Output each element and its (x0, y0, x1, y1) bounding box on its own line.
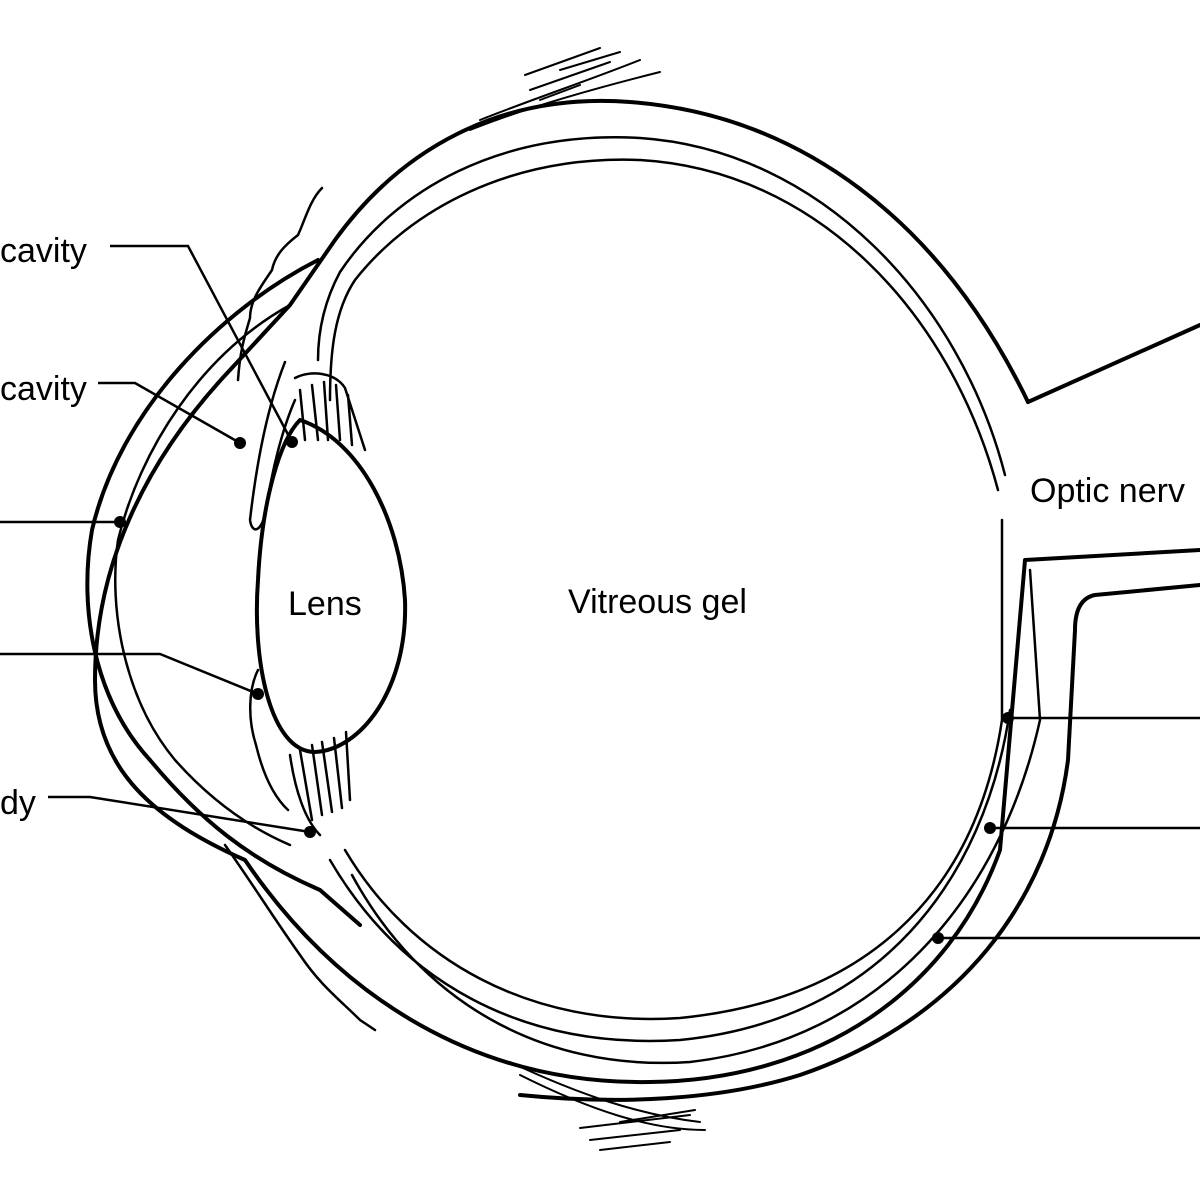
leader-ciliary (48, 795, 311, 834)
muscle-top (469, 47, 661, 131)
leader-dot-posterior (234, 437, 246, 449)
eyelid-lower (223, 843, 377, 1032)
ciliary-lower (288, 730, 352, 837)
optic-nerve-sheath (518, 583, 1200, 1102)
label-vitreous-gel: Vitreous gel (568, 583, 747, 621)
leader-dot-anterior (286, 436, 298, 448)
leader-dot-right-1 (1002, 712, 1014, 724)
leader-dot-ciliary (304, 826, 316, 838)
sclera-upper-edge (1026, 323, 1200, 404)
label-lens: Lens (288, 585, 362, 623)
cornea-inner (114, 303, 292, 847)
label-anterior-cavity: cavity (0, 232, 87, 270)
sclera-outer (93, 98, 1200, 1085)
retina-layer-upper (328, 158, 1000, 492)
lens-shape (254, 418, 408, 754)
eyelid-upper (236, 186, 324, 382)
choroid-layer-lower (328, 708, 1012, 1043)
ciliary-upper (293, 372, 367, 452)
retina-layer-lower (343, 518, 1004, 1021)
choroid-layer (316, 136, 1007, 477)
leader-iris (0, 652, 259, 696)
iris-lower (248, 668, 290, 812)
muscle-bottom (509, 1061, 706, 1151)
label-body-fragment: dy (0, 784, 36, 822)
leader-dot-right-3 (932, 932, 944, 944)
leader-anterior-cavity (110, 244, 294, 443)
leader-dot-iris (252, 688, 264, 700)
leader-dot-cornea (114, 516, 126, 528)
label-optic-nerve: Optic nerv (1030, 472, 1185, 510)
cornea-outer (85, 258, 362, 927)
retina-layer-third (350, 568, 1042, 1065)
leader-dot-right-2 (984, 822, 996, 834)
iris-upper (248, 360, 297, 531)
label-posterior-cavity: cavity (0, 370, 87, 408)
leader-posterior-cavity (98, 381, 241, 445)
